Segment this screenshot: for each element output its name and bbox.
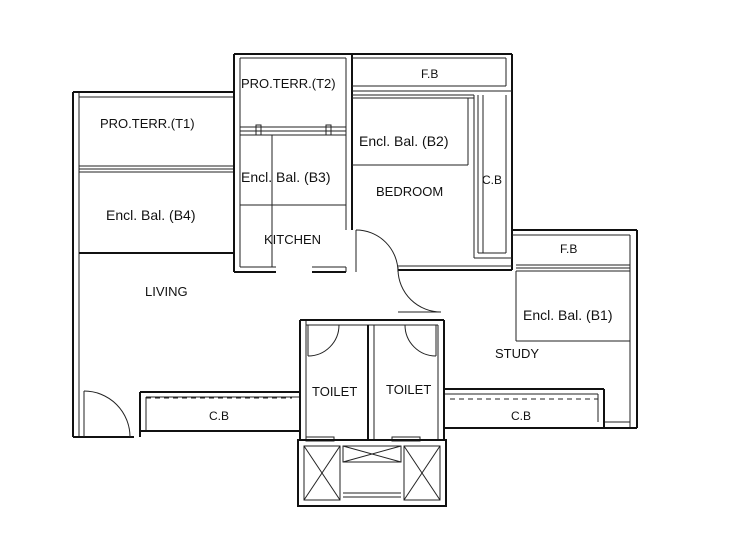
label-pro-terr-t1: PRO.TERR.(T1)	[100, 116, 195, 131]
label-pro-terr-t2: PRO.TERR.(T2)	[241, 76, 336, 91]
toilets-block	[299, 319, 445, 442]
label-encl-bal-b4: Encl. Bal. (B4)	[106, 207, 195, 223]
label-fb-right: F.B	[560, 242, 577, 256]
left-zone	[72, 91, 234, 438]
label-living: LIVING	[145, 284, 188, 299]
entrance-door	[83, 390, 131, 438]
bedroom-door	[397, 269, 442, 313]
label-study: STUDY	[495, 346, 539, 361]
kitchen-door	[355, 229, 399, 273]
right-zone	[512, 229, 638, 429]
label-bedroom: BEDROOM	[376, 184, 443, 199]
label-cb-bottom-right: C.B	[511, 409, 531, 423]
toilet-right-door	[404, 324, 437, 357]
label-encl-bal-b3: Encl. Bal. (B3)	[241, 169, 330, 185]
label-cb-bottom-left: C.B	[209, 409, 229, 423]
label-encl-bal-b1: Encl. Bal. (B1)	[523, 307, 612, 323]
label-toilet-left: TOILET	[312, 384, 357, 399]
toilet-left-door	[307, 324, 340, 357]
bedroom-block	[352, 53, 513, 271]
bottom-right-cupboard	[444, 388, 605, 429]
label-encl-bal-b2: Encl. Bal. (B2)	[359, 133, 448, 149]
label-kitchen: KITCHEN	[264, 232, 321, 247]
label-toilet-right: TOILET	[386, 382, 431, 397]
label-cb-vertical: C.B	[482, 173, 502, 187]
label-fb-top: F.B	[421, 67, 438, 81]
duct-shaft	[297, 439, 447, 507]
kitchen-block	[233, 53, 353, 273]
bottom-left-cupboard	[139, 391, 300, 437]
